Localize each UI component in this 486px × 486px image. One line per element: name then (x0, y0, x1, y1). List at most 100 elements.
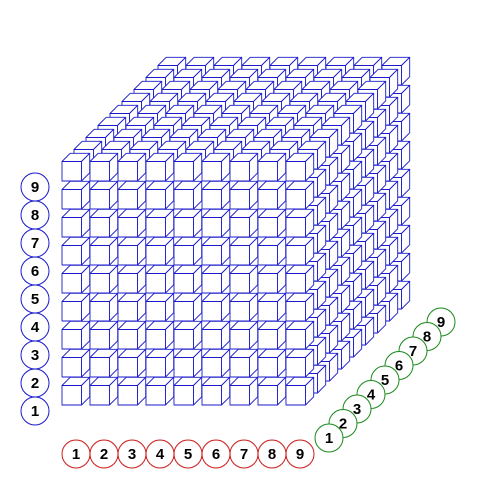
cube-front-face (285, 301, 306, 322)
cube-front-face (61, 357, 82, 378)
unit-cube (117, 152, 147, 182)
cube-front-face (145, 301, 166, 322)
cube-front-face (201, 301, 222, 322)
horizontal-label: 3 (117, 439, 147, 469)
unit-cube (201, 152, 231, 182)
cube-front-face (229, 385, 250, 406)
cube-front-face (229, 329, 250, 350)
unit-cube (285, 348, 315, 378)
unit-cube (229, 292, 259, 322)
cube-front-face (89, 273, 110, 294)
label-text: 4 (156, 446, 165, 463)
cube-front-face (201, 245, 222, 266)
unit-cube (145, 292, 175, 322)
unit-cube (145, 208, 175, 238)
unit-cube (89, 180, 119, 210)
label-text: 3 (31, 347, 39, 364)
cube-front-face (89, 301, 110, 322)
cube-front-face (117, 357, 138, 378)
unit-cube (117, 208, 147, 238)
horizontal-label: 9 (285, 439, 315, 469)
unit-cube (145, 348, 175, 378)
cube-front-face (229, 301, 250, 322)
unit-cube (117, 236, 147, 266)
cube-front-face (173, 189, 194, 210)
label-text: 4 (367, 387, 376, 404)
unit-cube (285, 208, 315, 238)
unit-cube (201, 208, 231, 238)
cube-front-face (257, 385, 278, 406)
label-text: 8 (423, 329, 431, 346)
unit-cube (201, 320, 231, 350)
cube-front-face (89, 245, 110, 266)
vertical-label: 7 (20, 228, 50, 258)
unit-cube (145, 376, 175, 406)
cube-front-face (117, 329, 138, 350)
label-text: 1 (31, 403, 39, 420)
unit-cube (285, 180, 315, 210)
cube-front-face (61, 161, 82, 182)
unit-cube (61, 208, 91, 238)
unit-cube (89, 376, 119, 406)
cube-front-face (257, 161, 278, 182)
unit-cube (285, 264, 315, 294)
cube-front-face (61, 301, 82, 322)
label-ring (20, 172, 50, 202)
cube-front-face (89, 189, 110, 210)
cube-front-face (285, 217, 306, 238)
unit-cube (201, 264, 231, 294)
unit-cube (257, 320, 287, 350)
horizontal-label: 1 (61, 439, 91, 469)
label-text: 9 (296, 446, 304, 463)
unit-cube (229, 320, 259, 350)
horizontal-label: 2 (89, 439, 119, 469)
cube-front-face (117, 245, 138, 266)
cube-front-face (117, 189, 138, 210)
label-text: 3 (353, 401, 361, 418)
cube-front-face (285, 161, 306, 182)
cube-front-face (89, 385, 110, 406)
label-ring (314, 423, 344, 453)
cube-front-face (117, 385, 138, 406)
cube-front-face (229, 273, 250, 294)
unit-cube (61, 180, 91, 210)
unit-cube (229, 264, 259, 294)
label-text: 7 (409, 343, 417, 360)
cube-front-face (61, 329, 82, 350)
cube-front-face (201, 161, 222, 182)
cube-front-face (61, 385, 82, 406)
unit-cube (201, 180, 231, 210)
unit-cube (117, 292, 147, 322)
cube-front-face (61, 189, 82, 210)
unit-cube (173, 208, 203, 238)
unit-cube (89, 236, 119, 266)
cube-front-face (285, 273, 306, 294)
unit-cube (229, 180, 259, 210)
label-text: 5 (31, 291, 39, 308)
cube-front-face (229, 245, 250, 266)
cube-front-face (173, 385, 194, 406)
label-text: 1 (72, 446, 80, 463)
cube-front-face (285, 189, 306, 210)
cube-front-face (173, 329, 194, 350)
cube-front-face (89, 161, 110, 182)
label-text: 2 (100, 446, 108, 463)
cube-front-face (173, 161, 194, 182)
unit-cube (145, 236, 175, 266)
cube-front-face (145, 357, 166, 378)
cube-front-face (145, 245, 166, 266)
unit-cube (173, 376, 203, 406)
cube-front-face (257, 301, 278, 322)
unit-cube (61, 152, 91, 182)
cube-front-face (285, 357, 306, 378)
cube-front-face (257, 217, 278, 238)
cube-front-face (173, 357, 194, 378)
cube-front-face (285, 245, 306, 266)
cube-front-face (145, 329, 166, 350)
unit-cube (61, 236, 91, 266)
vertical-label: 3 (20, 340, 50, 370)
